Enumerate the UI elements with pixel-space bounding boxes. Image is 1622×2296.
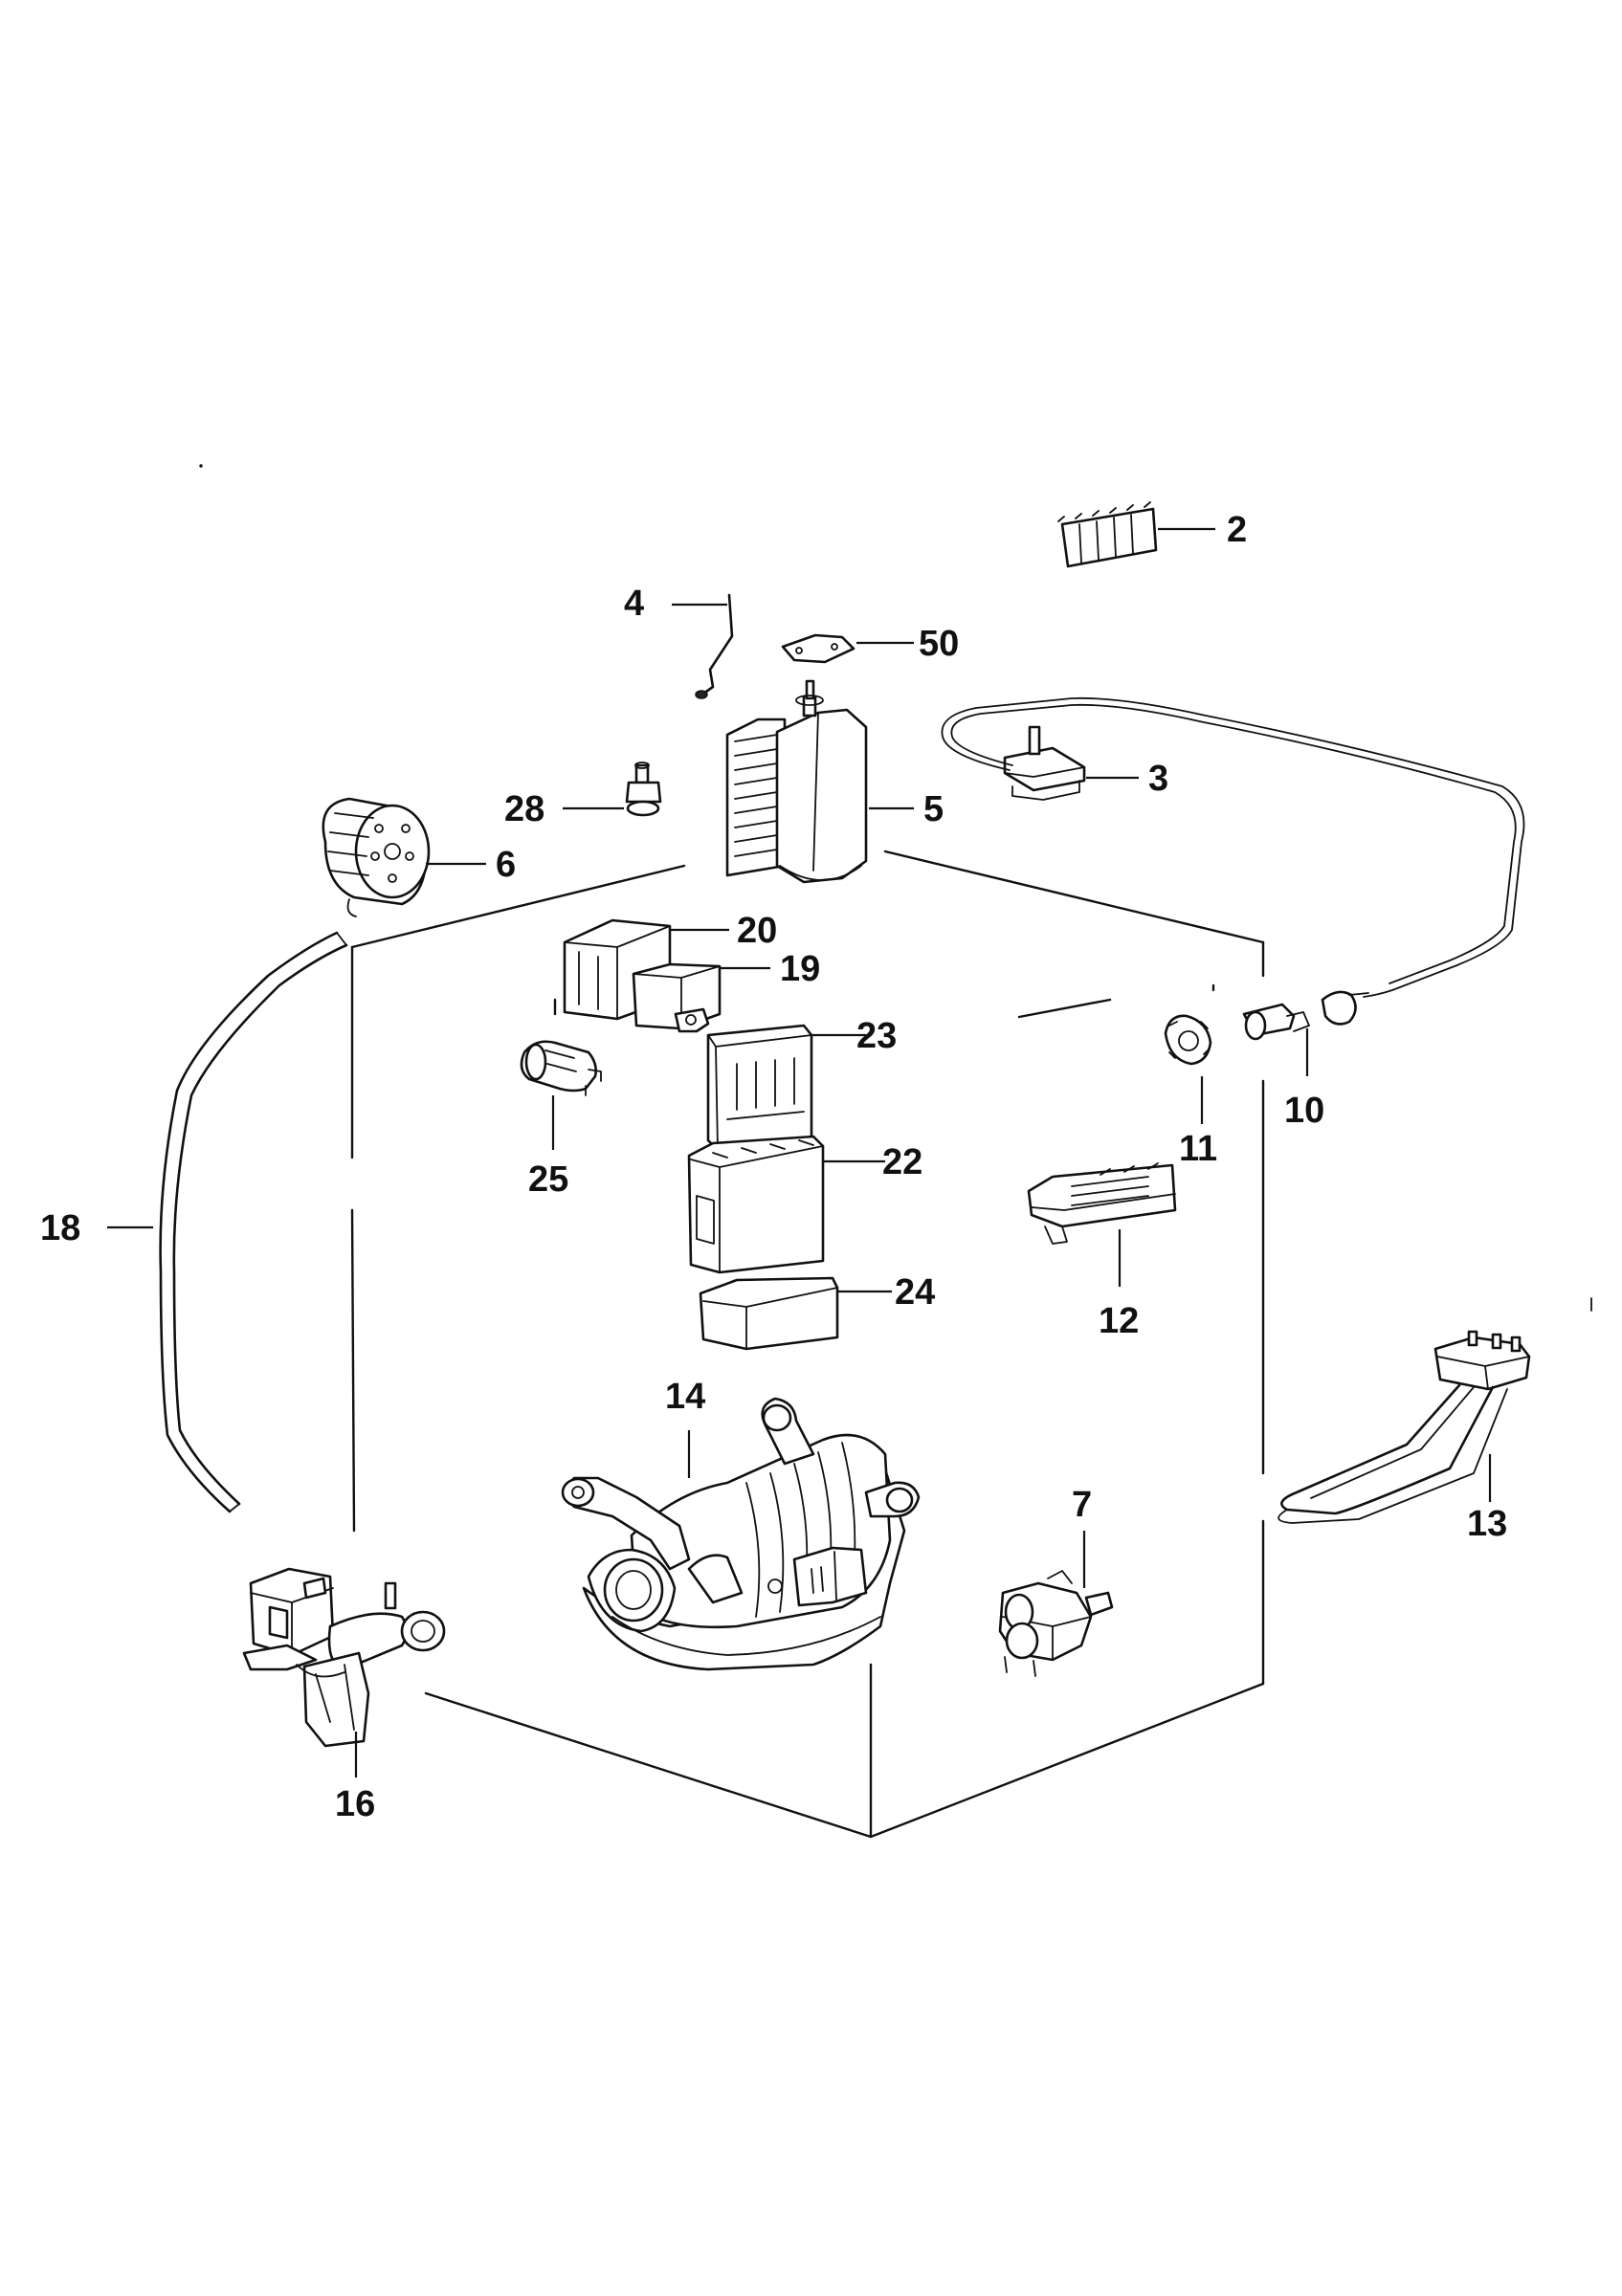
callout-24: 24	[895, 1272, 935, 1313]
part-19-filter	[632, 962, 770, 1033]
part-24-housing	[699, 1276, 892, 1351]
callout-7: 7	[1072, 1485, 1092, 1525]
callout-10: 10	[1284, 1091, 1324, 1131]
callout-20: 20	[737, 911, 777, 951]
callout-19: 19	[780, 949, 820, 989]
part-7-inlet-valve	[998, 1531, 1114, 1677]
part-10-indicator	[1242, 990, 1369, 1076]
callout-11: 11	[1179, 1129, 1217, 1169]
callout-6: 6	[496, 845, 516, 885]
callout-50: 50	[919, 624, 959, 664]
part-16-drain-pump	[242, 1567, 446, 1777]
callout-16: 16	[335, 1784, 375, 1824]
callout-2: 2	[1227, 510, 1247, 550]
callout-22: 22	[882, 1142, 922, 1182]
callout-3: 3	[1148, 759, 1168, 799]
part-6-drain-pump	[322, 797, 486, 917]
callout-18: 18	[40, 1208, 80, 1248]
cabinet-frame	[350, 850, 1265, 1839]
stray-dot	[199, 464, 203, 468]
part-5-programmer	[725, 679, 914, 884]
callout-28: 28	[504, 789, 544, 829]
callout-12: 12	[1099, 1301, 1139, 1341]
part-13-heating-element	[1278, 1330, 1531, 1524]
callout-labels: 2 3 4 5 6 7 10 11 12 13 14 16 18 19 20 2…	[40, 510, 1507, 1824]
callout-23: 23	[856, 1016, 897, 1056]
part-22-module	[687, 1135, 885, 1274]
callout-14: 14	[665, 1377, 705, 1417]
callout-25: 25	[528, 1159, 568, 1200]
part-2-terminal-strip	[1057, 501, 1215, 568]
part-18-hose	[107, 931, 348, 1513]
part-3-thermostat	[941, 696, 1525, 998]
callout-4: 4	[624, 584, 644, 624]
part-23-board	[706, 1024, 866, 1152]
callout-13: 13	[1467, 1504, 1507, 1544]
part-25-capacitor	[520, 1040, 602, 1150]
part-11-knob	[1164, 1014, 1212, 1124]
part-14-motor	[561, 1397, 921, 1671]
part-12-switch-board	[1027, 1162, 1177, 1287]
part-50-gasket	[781, 633, 914, 664]
part-4-wire-connector	[672, 593, 734, 699]
callout-5: 5	[923, 789, 944, 829]
part-28-sensor	[563, 762, 662, 817]
